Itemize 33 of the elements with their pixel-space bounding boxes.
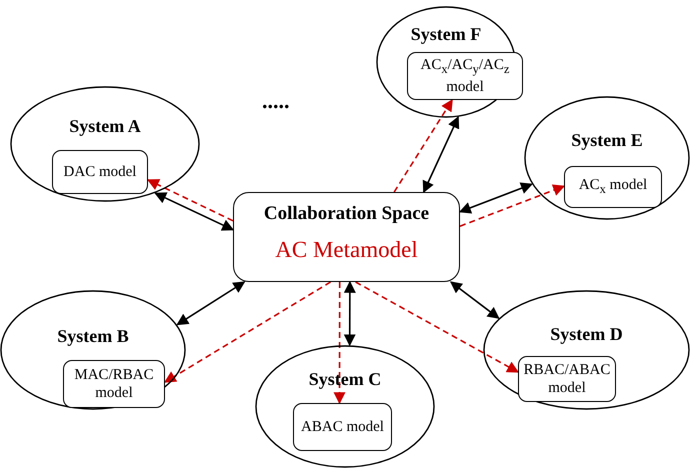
double-arrow: [458, 182, 533, 214]
system-title: System C: [308, 369, 382, 390]
system-title: System F: [410, 24, 482, 45]
double-arrow: [450, 281, 500, 319]
system-title: System B: [56, 326, 130, 347]
box-title: Collaboration Space: [262, 203, 430, 225]
model-box: AC$_{x}$ model: [564, 166, 662, 208]
model-box: MAC/RBAC model: [63, 360, 165, 408]
dashed-arrow: [164, 281, 332, 383]
system-ellipse: [524, 96, 690, 220]
model-box: DAC model: [52, 150, 148, 194]
double-arrow: [154, 192, 234, 231]
model-box: RBAC/ABAC model: [518, 356, 616, 402]
dashed-arrow: [394, 98, 453, 192]
double-arrow: [422, 116, 460, 194]
system-title: System A: [68, 116, 142, 137]
dashed-arrow: [355, 281, 520, 373]
system-title: System E: [570, 130, 644, 151]
system-ellipse: [255, 345, 435, 468]
collaboration-box: [233, 192, 460, 282]
dashed-arrow: [460, 184, 566, 227]
model-box: AC$_{x}$/AC$_{y}$/AC$_{z}$ model: [407, 52, 523, 100]
model-box: ABAC model: [293, 403, 392, 451]
system-title: System D: [549, 324, 624, 345]
dashed-arrow: [146, 179, 234, 222]
system-ellipse: [10, 86, 200, 202]
double-arrow: [344, 280, 356, 346]
ellipsis-text: .....: [262, 88, 290, 114]
double-arrow: [176, 281, 246, 326]
dashed-arrow: [334, 282, 346, 404]
metamodel-label: AC Metamodel: [274, 237, 419, 263]
system-ellipse: [483, 290, 690, 410]
system-ellipse: [0, 290, 186, 410]
